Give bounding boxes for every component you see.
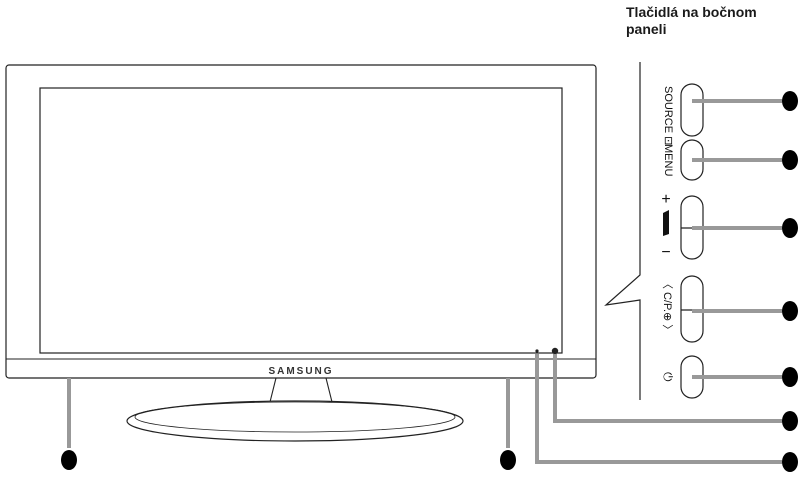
volume-minus-label: −: [661, 244, 670, 261]
stand-base: [126, 400, 464, 442]
callout-8-left-badge: [61, 450, 77, 470]
leader-6: [553, 354, 782, 423]
side-panel-heading: Tlačidlá na bočnom paneli: [626, 4, 757, 37]
channel-button-label: 〈 C/P.⊕ 〉: [661, 278, 674, 335]
callout-4: ❹: [782, 301, 798, 321]
volume-ramp-icon: [663, 210, 669, 236]
callout-3-badge: [782, 218, 798, 238]
callout-4-badge: [782, 301, 798, 321]
callout-8-right-number: ❽: [502, 453, 514, 468]
callout-1: ❶: [782, 91, 798, 111]
callout-8-right-badge: [500, 450, 516, 470]
callout-7: ❼: [782, 452, 798, 472]
callout-1-number: ❶: [784, 94, 796, 109]
stand-base-inner: [134, 401, 456, 433]
power-button-icon: ⏻: [661, 372, 675, 382]
callout-5-badge: [782, 367, 798, 387]
callout-8-left-number: ❽: [63, 453, 75, 468]
callout-2: ❷: [782, 150, 798, 170]
callout-6-number: ❻: [784, 414, 796, 429]
menu-button-label: MENU: [662, 144, 674, 176]
callout-markers: ❶ ❷ ❸ ❹ ❺ ❻ ❼ ❽: [61, 91, 798, 472]
callout-6: ❻: [782, 411, 798, 431]
tv-screen: [39, 87, 563, 354]
callout-3: ❸: [782, 218, 798, 238]
callout-5: ❺: [782, 367, 798, 387]
remote-sensor-dot: [551, 347, 559, 355]
callout-2-badge: [782, 150, 798, 170]
callout-5-number: ❺: [784, 370, 796, 385]
callout-8-right: ❽: [500, 450, 516, 470]
source-button-label: SOURCE ⊡: [662, 86, 674, 145]
callout-3-number: ❸: [784, 221, 796, 236]
callout-7-badge: [782, 452, 798, 472]
brand-logo: SAMSUNG: [268, 366, 333, 377]
callout-4-number: ❹: [784, 304, 796, 319]
leader-7: [535, 354, 782, 464]
callout-1-badge: [782, 91, 798, 111]
callout-8-left: ❽: [61, 450, 77, 470]
power-indicator-dot: [535, 349, 539, 353]
volume-plus-label: +: [661, 191, 670, 208]
source-button[interactable]: [680, 83, 704, 137]
side-panel: SOURCE ⊡ MENU + − 〈 C/P.⊕ 〉 ⏻: [604, 62, 704, 400]
side-panel-outline: [604, 62, 641, 400]
callout-6-badge: [782, 411, 798, 431]
callout-7-number: ❼: [784, 455, 796, 470]
tv-front: SAMSUNG: [5, 64, 597, 442]
leader-lines: [67, 99, 782, 464]
callout-2-number: ❷: [784, 153, 796, 168]
